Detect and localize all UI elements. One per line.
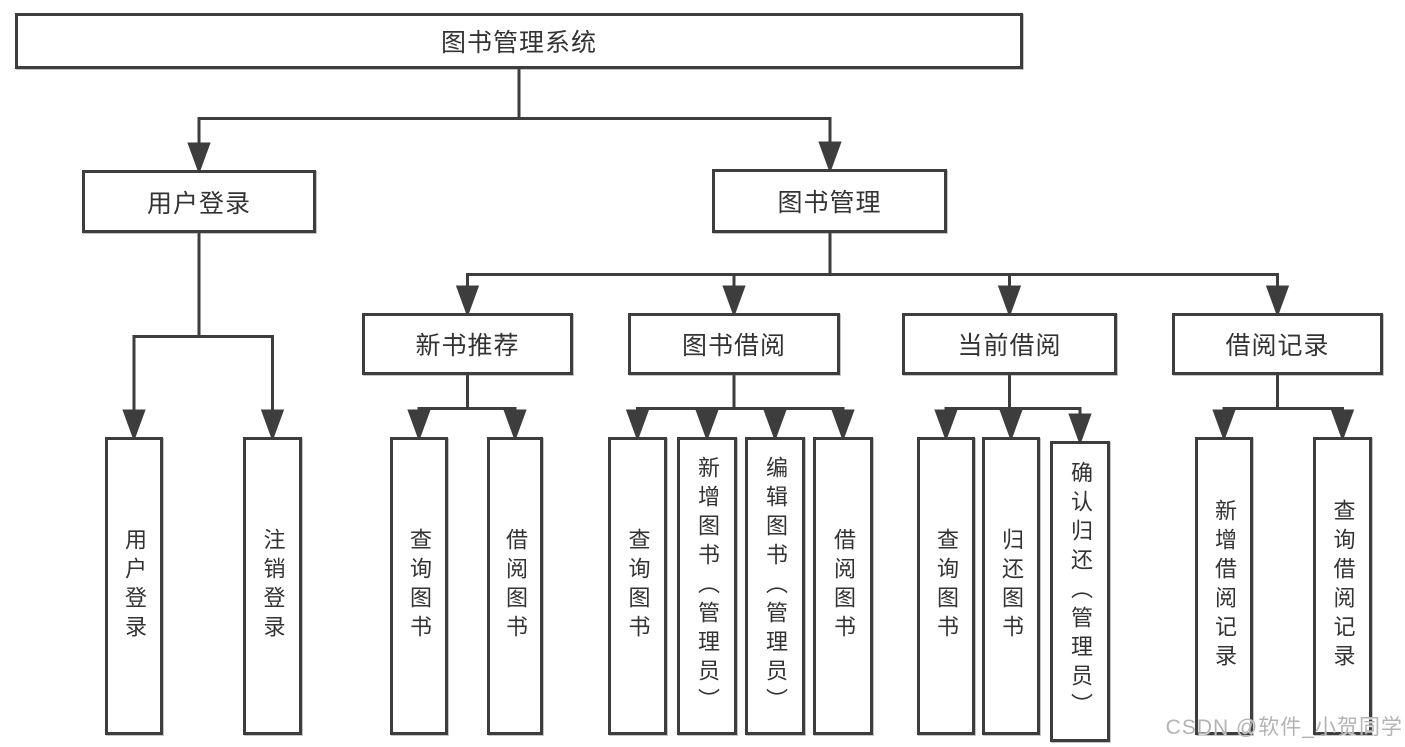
node-book-borrow: 图书借阅 bbox=[628, 313, 840, 375]
leaf-nb-query-books: 查询图书 bbox=[390, 437, 448, 735]
leaf-bb-borrow-books-label: 借阅图书 bbox=[831, 528, 856, 644]
leaf-user-login: 用户登录 bbox=[105, 437, 163, 735]
node-current-borrow-label: 当前借阅 bbox=[957, 332, 1062, 360]
connector-user-login-group bbox=[132, 233, 274, 338]
leaf-nb-borrow-books-label: 借阅图书 bbox=[503, 528, 528, 644]
node-library-system: 图书管理系统 bbox=[15, 13, 1023, 69]
leaf-bb-edit-books-admin-label: 编辑图书（管理员） bbox=[763, 455, 788, 717]
leaf-logout: 注销登录 bbox=[243, 437, 302, 735]
node-book-management-label: 图书管理 bbox=[777, 189, 882, 217]
connector-book-borrow-group bbox=[636, 375, 845, 410]
leaf-cb-return-books-label: 归还图书 bbox=[999, 528, 1024, 644]
leaf-cb-query-books-label: 查询图书 bbox=[934, 528, 959, 644]
leaf-nb-query-books-label: 查询图书 bbox=[407, 528, 432, 644]
connector-new-books-group bbox=[417, 375, 517, 410]
node-library-system-label: 图书管理系统 bbox=[440, 29, 597, 57]
leaf-bb-query-books-label: 查询图书 bbox=[625, 528, 651, 644]
leaf-cb-confirm-return-admin: 确认归还（管理员） bbox=[1050, 441, 1110, 742]
leaf-bb-query-books: 查询图书 bbox=[608, 437, 667, 735]
node-book-borrow-label: 图书借阅 bbox=[681, 332, 786, 360]
node-new-book-recommend: 新书推荐 bbox=[362, 313, 573, 375]
leaf-cb-confirm-return-admin-label: 确认归还（管理员） bbox=[1068, 461, 1093, 722]
node-current-borrow: 当前借阅 bbox=[902, 313, 1117, 375]
arrowheads bbox=[122, 118, 1355, 446]
connector-book-mgmt-group bbox=[466, 233, 1279, 276]
leaf-bb-edit-books-admin: 编辑图书（管理员） bbox=[745, 437, 805, 735]
watermark: CSDN @软件_小贺同学 bbox=[1165, 716, 1403, 739]
node-user-login-label: 用户登录 bbox=[146, 189, 251, 218]
leaf-add-borrow-record: 新增借阅记录 bbox=[1195, 437, 1253, 735]
node-borrow-records-label: 借阅记录 bbox=[1225, 332, 1330, 360]
leaf-nb-borrow-books: 借阅图书 bbox=[487, 437, 543, 735]
leaf-logout-label: 注销登录 bbox=[260, 528, 286, 644]
leaf-bb-add-books-admin-label: 新增图书（管理员） bbox=[695, 455, 720, 717]
leaf-cb-query-books: 查询图书 bbox=[917, 437, 975, 735]
leaf-cb-return-books: 归还图书 bbox=[982, 437, 1040, 735]
leaf-bb-borrow-books: 借阅图书 bbox=[813, 437, 873, 735]
connector-current-borrow-group bbox=[944, 375, 1082, 410]
leaf-add-borrow-record-label: 新增借阅记录 bbox=[1212, 499, 1237, 673]
leaf-bb-add-books-admin: 新增图书（管理员） bbox=[677, 437, 737, 735]
leaf-user-login-label: 用户登录 bbox=[122, 528, 147, 644]
leaf-query-borrow-record: 查询借阅记录 bbox=[1313, 437, 1372, 735]
node-borrow-records: 借阅记录 bbox=[1172, 313, 1383, 375]
connector-root bbox=[197, 69, 832, 120]
node-new-book-recommend-label: 新书推荐 bbox=[415, 332, 520, 360]
node-book-management: 图书管理 bbox=[712, 169, 947, 233]
node-user-login: 用户登录 bbox=[82, 170, 316, 233]
leaf-query-borrow-record-label: 查询借阅记录 bbox=[1330, 499, 1356, 673]
connector-records-group bbox=[1222, 375, 1344, 410]
